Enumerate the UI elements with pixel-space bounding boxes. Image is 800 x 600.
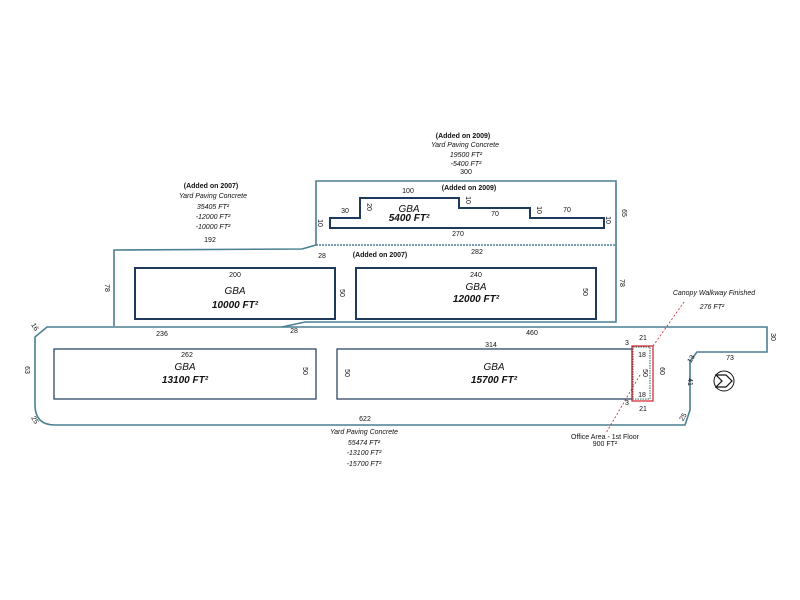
dim: 18	[638, 352, 646, 359]
dim: 314	[485, 342, 497, 349]
dim: 262	[181, 352, 193, 359]
dim: 200	[229, 272, 241, 279]
dim: 18	[638, 392, 646, 399]
building-10000-label: GBA	[224, 286, 245, 297]
dim: 100	[402, 188, 414, 195]
yard-lower-area1: 55474 FT²	[348, 440, 381, 447]
north-arrow-icon	[713, 370, 735, 392]
dim: 28	[318, 253, 326, 260]
yard-2009-type: Yard Paving Concrete	[431, 142, 499, 149]
dim: 240	[470, 272, 482, 279]
dim: 13	[687, 354, 697, 364]
dim: 10	[316, 219, 323, 227]
dim: 50	[343, 369, 350, 377]
yard-2007-added: (Added on 2007)	[184, 183, 238, 190]
yard-lower-area3: -15700 FT²	[347, 461, 382, 468]
dim: 25	[679, 412, 689, 422]
dim: 10	[464, 196, 471, 204]
building-12000-outline	[355, 267, 597, 320]
yard-2007-dim-top: 192	[204, 237, 216, 244]
dim: 20	[365, 203, 372, 211]
dim: 73	[726, 355, 734, 362]
building-10000-area: 10000 FT²	[212, 300, 259, 311]
dim: 3	[625, 400, 629, 407]
yard-2009-area2: -5400 FT²	[451, 161, 482, 168]
office-area-outline	[631, 345, 654, 402]
yard-2007-area2: -12000 FT²	[196, 214, 231, 221]
building-5400-outline	[329, 197, 605, 229]
building-15700-label: GBA	[483, 362, 504, 373]
yard-2007-type: Yard Paving Concrete	[179, 193, 247, 200]
dim: 30	[769, 333, 776, 341]
office-leader-line	[605, 374, 641, 434]
dim: 236	[156, 331, 168, 338]
building-12000-area: 12000 FT²	[453, 294, 500, 305]
yard-2009-added: (Added on 2009)	[436, 133, 490, 140]
yard-2009-outline	[315, 180, 617, 245]
dim: 25	[29, 415, 39, 425]
building-10000-outline	[134, 267, 336, 320]
building-5400-label: GBA	[398, 204, 419, 215]
building-5400-area: 5400 FT²	[389, 213, 430, 224]
dim: 10	[535, 206, 542, 214]
office-area-label: Office Area - 1st Floor	[571, 434, 640, 441]
dim: 50	[301, 367, 308, 375]
canopy-area: 276 FT²	[699, 304, 725, 311]
dim: 10	[604, 216, 611, 224]
dim: 270	[452, 231, 464, 238]
canopy-leader-line	[652, 301, 685, 347]
yard-2009-area1: 19500 FT²	[450, 152, 483, 159]
dim: 622	[359, 416, 371, 423]
dim: 30	[341, 208, 349, 215]
dim: 70	[491, 211, 499, 218]
yard-lower-area2: -13100 FT²	[347, 450, 382, 457]
yard-lower-outline	[34, 326, 768, 426]
dim: 21	[639, 406, 647, 413]
dim: 460	[526, 330, 538, 337]
yard-2009-dim-top: 300	[460, 169, 472, 176]
building-5400-added: (Added on 2009)	[442, 185, 496, 192]
dim: 50	[581, 288, 588, 296]
office-area-size: 900 FT²	[593, 441, 618, 448]
yard-2009-dim-right: 65	[620, 209, 627, 217]
dim: 282	[471, 249, 483, 256]
building-13100-outline	[53, 348, 317, 400]
dim: 63	[23, 366, 30, 374]
dim: 70	[563, 207, 571, 214]
yard-2007-outline	[113, 244, 617, 328]
dim: 78	[103, 284, 110, 292]
building-15700-area: 15700 FT²	[471, 375, 518, 386]
canopy-label: Canopy Walkway Finished	[673, 290, 756, 297]
dim: 28	[290, 328, 298, 335]
dim: 50	[338, 289, 345, 297]
building-12000-label: GBA	[465, 282, 486, 293]
dim: 60	[658, 367, 665, 375]
dim: 16	[29, 322, 39, 332]
canopy-walkway-outline	[632, 346, 651, 400]
building-15700-outline	[336, 348, 633, 400]
yard-2007-area3: -10000 FT²	[196, 224, 231, 231]
dim: 41	[686, 378, 693, 386]
building-12000-added: (Added on 2007)	[353, 252, 407, 259]
building-13100-area: 13100 FT²	[162, 375, 209, 386]
dim: 21	[639, 335, 647, 342]
yard-2007-area1: 35405 FT²	[197, 204, 230, 211]
dim: 50	[641, 369, 648, 377]
dim: 78	[618, 279, 625, 287]
dim: 3	[625, 340, 629, 347]
yard-lower-type: Yard Paving Concrete	[330, 429, 398, 436]
building-13100-label: GBA	[174, 362, 195, 373]
